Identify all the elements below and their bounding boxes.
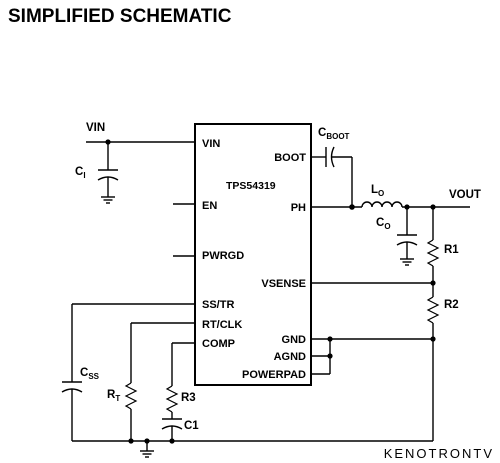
watermark-text: KENOTRONTV (383, 446, 494, 461)
ground-symbol-main (140, 450, 154, 458)
pin-comp-label: COMP (202, 338, 235, 350)
soft-start-capacitor-label: CSS (80, 367, 100, 381)
pin-en-label: EN (202, 200, 217, 212)
ph-net (311, 204, 362, 210)
timing-resistor-rt (124, 322, 195, 441)
feedback-resistor-r2-label: R2 (444, 299, 459, 311)
output-capacitor-label: CO (376, 217, 391, 231)
output-inductor (361, 201, 403, 208)
vin-net (86, 139, 195, 170)
input-capacitor (97, 169, 119, 197)
ic-body (194, 123, 312, 386)
compensation-capacitor-c1-label: C1 (184, 420, 199, 432)
vsense-net (311, 280, 436, 286)
compensation-resistor-r3-label: R3 (181, 392, 196, 404)
pin-ph-label: PH (291, 202, 306, 214)
output-capacitor (396, 207, 418, 259)
vout-net (402, 204, 470, 210)
pin-vsense-label: VSENSE (261, 278, 306, 290)
pin-boot-label: BOOT (274, 152, 306, 164)
ground-symbol-ci (101, 196, 115, 204)
vout-net-label: VOUT (449, 189, 481, 201)
ground-bus (72, 438, 433, 451)
output-inductor-label: LO (371, 184, 384, 198)
boot-capacitor-label: CBOOT (318, 127, 350, 141)
pin-vin-label: VIN (202, 138, 220, 150)
ground-pin-tie (311, 336, 436, 375)
vin-net-label: VIN (86, 122, 105, 134)
input-capacitor-label: CI (75, 166, 86, 180)
pin-pwrgd-label: PWRGD (202, 250, 244, 262)
pin-agnd-label: AGND (274, 351, 306, 363)
compensation-capacitor-c1 (161, 418, 183, 441)
feedback-resistor-r2 (426, 296, 440, 441)
boot-capacitor (311, 146, 353, 207)
pin-rtclk-label: RT/CLK (202, 319, 242, 331)
ic-part-number: TPS54319 (226, 180, 276, 192)
soft-start-capacitor (61, 303, 195, 441)
compensation-resistor-r3 (165, 342, 195, 419)
timing-resistor-rt-label: RT (107, 389, 120, 403)
schematic-title: SIMPLIFIED SCHEMATIC (8, 6, 232, 27)
feedback-resistor-r1-label: R1 (444, 244, 459, 256)
pin-sstr-label: SS/TR (202, 299, 234, 311)
pin-gnd-label: GND (282, 334, 307, 346)
pin-powerpad-label: POWERPAD (242, 369, 306, 381)
ground-symbol-co (400, 258, 414, 266)
